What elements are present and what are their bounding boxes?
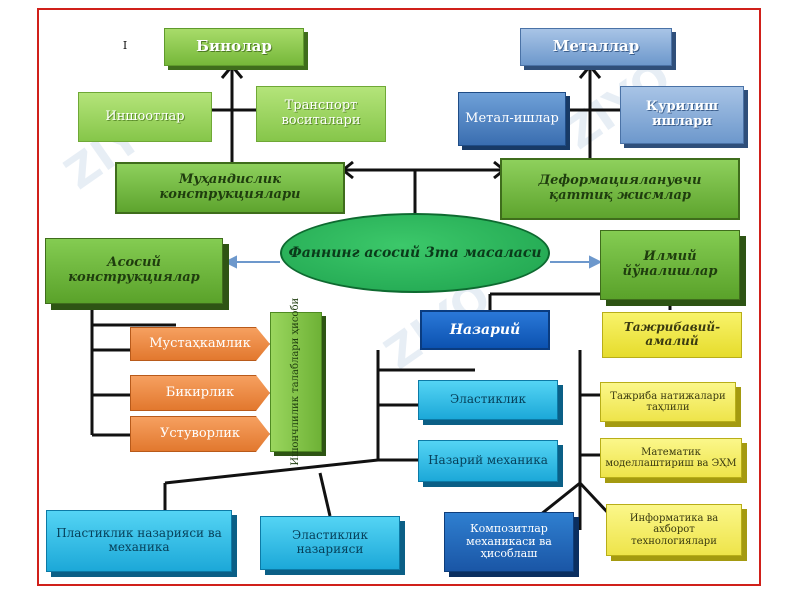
- node-theoretical-mechanics: Назарий механика: [418, 440, 558, 482]
- node-reliability: Ишончлилик талаблари ҳисоби: [270, 298, 322, 466]
- node-main-constructions: Асосий конструкциялар: [45, 238, 223, 304]
- diagram-frame: [37, 8, 761, 586]
- node-structures: Иншоотлар: [78, 92, 212, 142]
- node-experiment-analysis: Тажриба натижалари таҳлили: [600, 382, 736, 422]
- node-stability: Устуворлик: [130, 416, 270, 452]
- node-math-modeling: Математик моделлаштириш ва ЭҲМ: [600, 438, 742, 478]
- scroll-engineering: Муҳандислик конструкциялари: [115, 162, 345, 214]
- scroll-deformable: Деформацияланувчи қаттиқ жисмлар: [500, 158, 740, 220]
- node-construction: Қурилиш ишлари: [620, 86, 744, 144]
- node-elasticity: Эластиклик: [418, 380, 558, 420]
- node-plasticity: Пластиклик назарияси ва механика: [46, 510, 232, 572]
- node-experiment: Тажрибавий-амалий: [602, 312, 742, 358]
- node-theory: Назарий: [420, 310, 550, 350]
- node-transport: Транспорт воситалари: [256, 86, 386, 142]
- stray-mark: I: [122, 38, 128, 52]
- node-elasticity-theory: Эластиклик назарияси: [260, 516, 400, 570]
- node-stiffness: Бикирлик: [130, 375, 270, 411]
- node-metals: Металлар: [520, 28, 672, 66]
- node-research-directions: Илмий йўналишлар: [600, 230, 740, 300]
- node-metalwork: Метал-ишлар: [458, 92, 566, 146]
- node-buildings: Бинолар: [164, 28, 304, 66]
- center-ellipse: Фаннинг асосий 3та масаласи: [280, 213, 550, 293]
- node-composites: Композитлар механикаси ва ҳисоблаш: [444, 512, 574, 572]
- node-informatics: Информатика ва ахборот технологиялари: [606, 504, 742, 556]
- node-strength: Мустаҳкамлик: [130, 327, 270, 361]
